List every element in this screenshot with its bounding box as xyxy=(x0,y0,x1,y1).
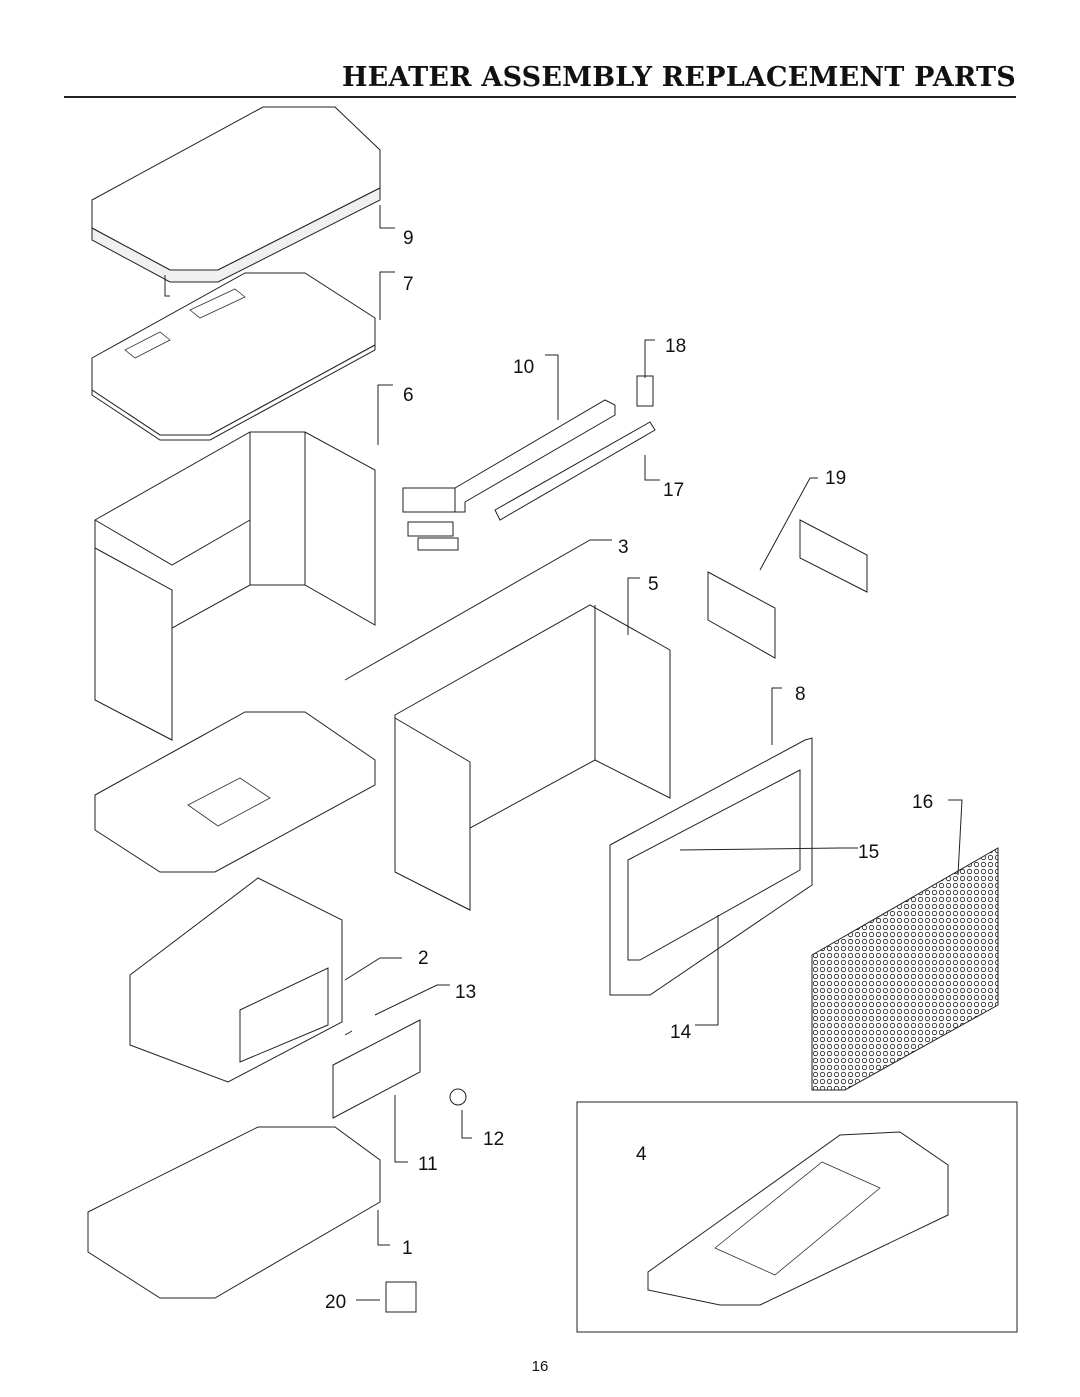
callout-6: 6 xyxy=(403,385,414,406)
callout-9: 9 xyxy=(403,228,414,249)
callout-13: 13 xyxy=(455,982,476,1003)
callout-20: 20 xyxy=(325,1292,346,1313)
part-8-door-frame xyxy=(609,737,813,996)
callout-5: 5 xyxy=(648,574,659,595)
callout-numbers: 1 2 3 4 5 6 7 8 9 10 11 12 13 14 15 16 1… xyxy=(325,228,933,1313)
callout-11: 11 xyxy=(418,1154,438,1175)
page-title: HEATER ASSEMBLY REPLACEMENT PARTS xyxy=(341,62,1016,93)
callout-4: 4 xyxy=(636,1144,647,1165)
part-4-gasket xyxy=(647,1131,949,1306)
part-17-flame-shield xyxy=(494,421,656,521)
part-6-liner xyxy=(94,431,376,741)
callout-16: 16 xyxy=(912,792,933,813)
part-19-side-plates xyxy=(707,519,868,659)
part-18-clip xyxy=(636,375,654,407)
callout-17: 17 xyxy=(663,480,684,501)
part-7-top-plate xyxy=(91,272,376,441)
part-20-junction-box xyxy=(385,1281,417,1313)
callout-3: 3 xyxy=(618,537,629,558)
part-13-screw xyxy=(344,1030,353,1036)
callout-14: 14 xyxy=(670,1022,692,1043)
part-16-mesh-screen xyxy=(811,847,999,1091)
leader-lines xyxy=(344,205,963,1301)
part-12-knob xyxy=(449,1088,467,1106)
callout-7: 7 xyxy=(403,274,414,295)
callout-18: 18 xyxy=(665,336,686,357)
callout-19: 19 xyxy=(825,468,846,489)
part-3-base-plate xyxy=(94,711,376,873)
title-rule xyxy=(64,96,1016,98)
page-number: 16 xyxy=(531,1358,549,1375)
callout-8: 8 xyxy=(795,684,806,705)
callout-15: 15 xyxy=(858,842,879,863)
callout-1: 1 xyxy=(402,1238,413,1259)
callout-10: 10 xyxy=(513,357,534,378)
inset-frame xyxy=(576,1101,1018,1333)
part-2-lower-housing xyxy=(129,877,343,1083)
callout-2: 2 xyxy=(418,948,429,969)
part-5-outer-casing xyxy=(394,604,671,911)
part-10-burner-bracket xyxy=(402,399,616,551)
part-9-top-cover xyxy=(91,106,381,297)
part-11-access-panel xyxy=(332,1019,421,1119)
part-1-bottom-base xyxy=(87,1126,381,1299)
callout-12: 12 xyxy=(483,1129,504,1150)
